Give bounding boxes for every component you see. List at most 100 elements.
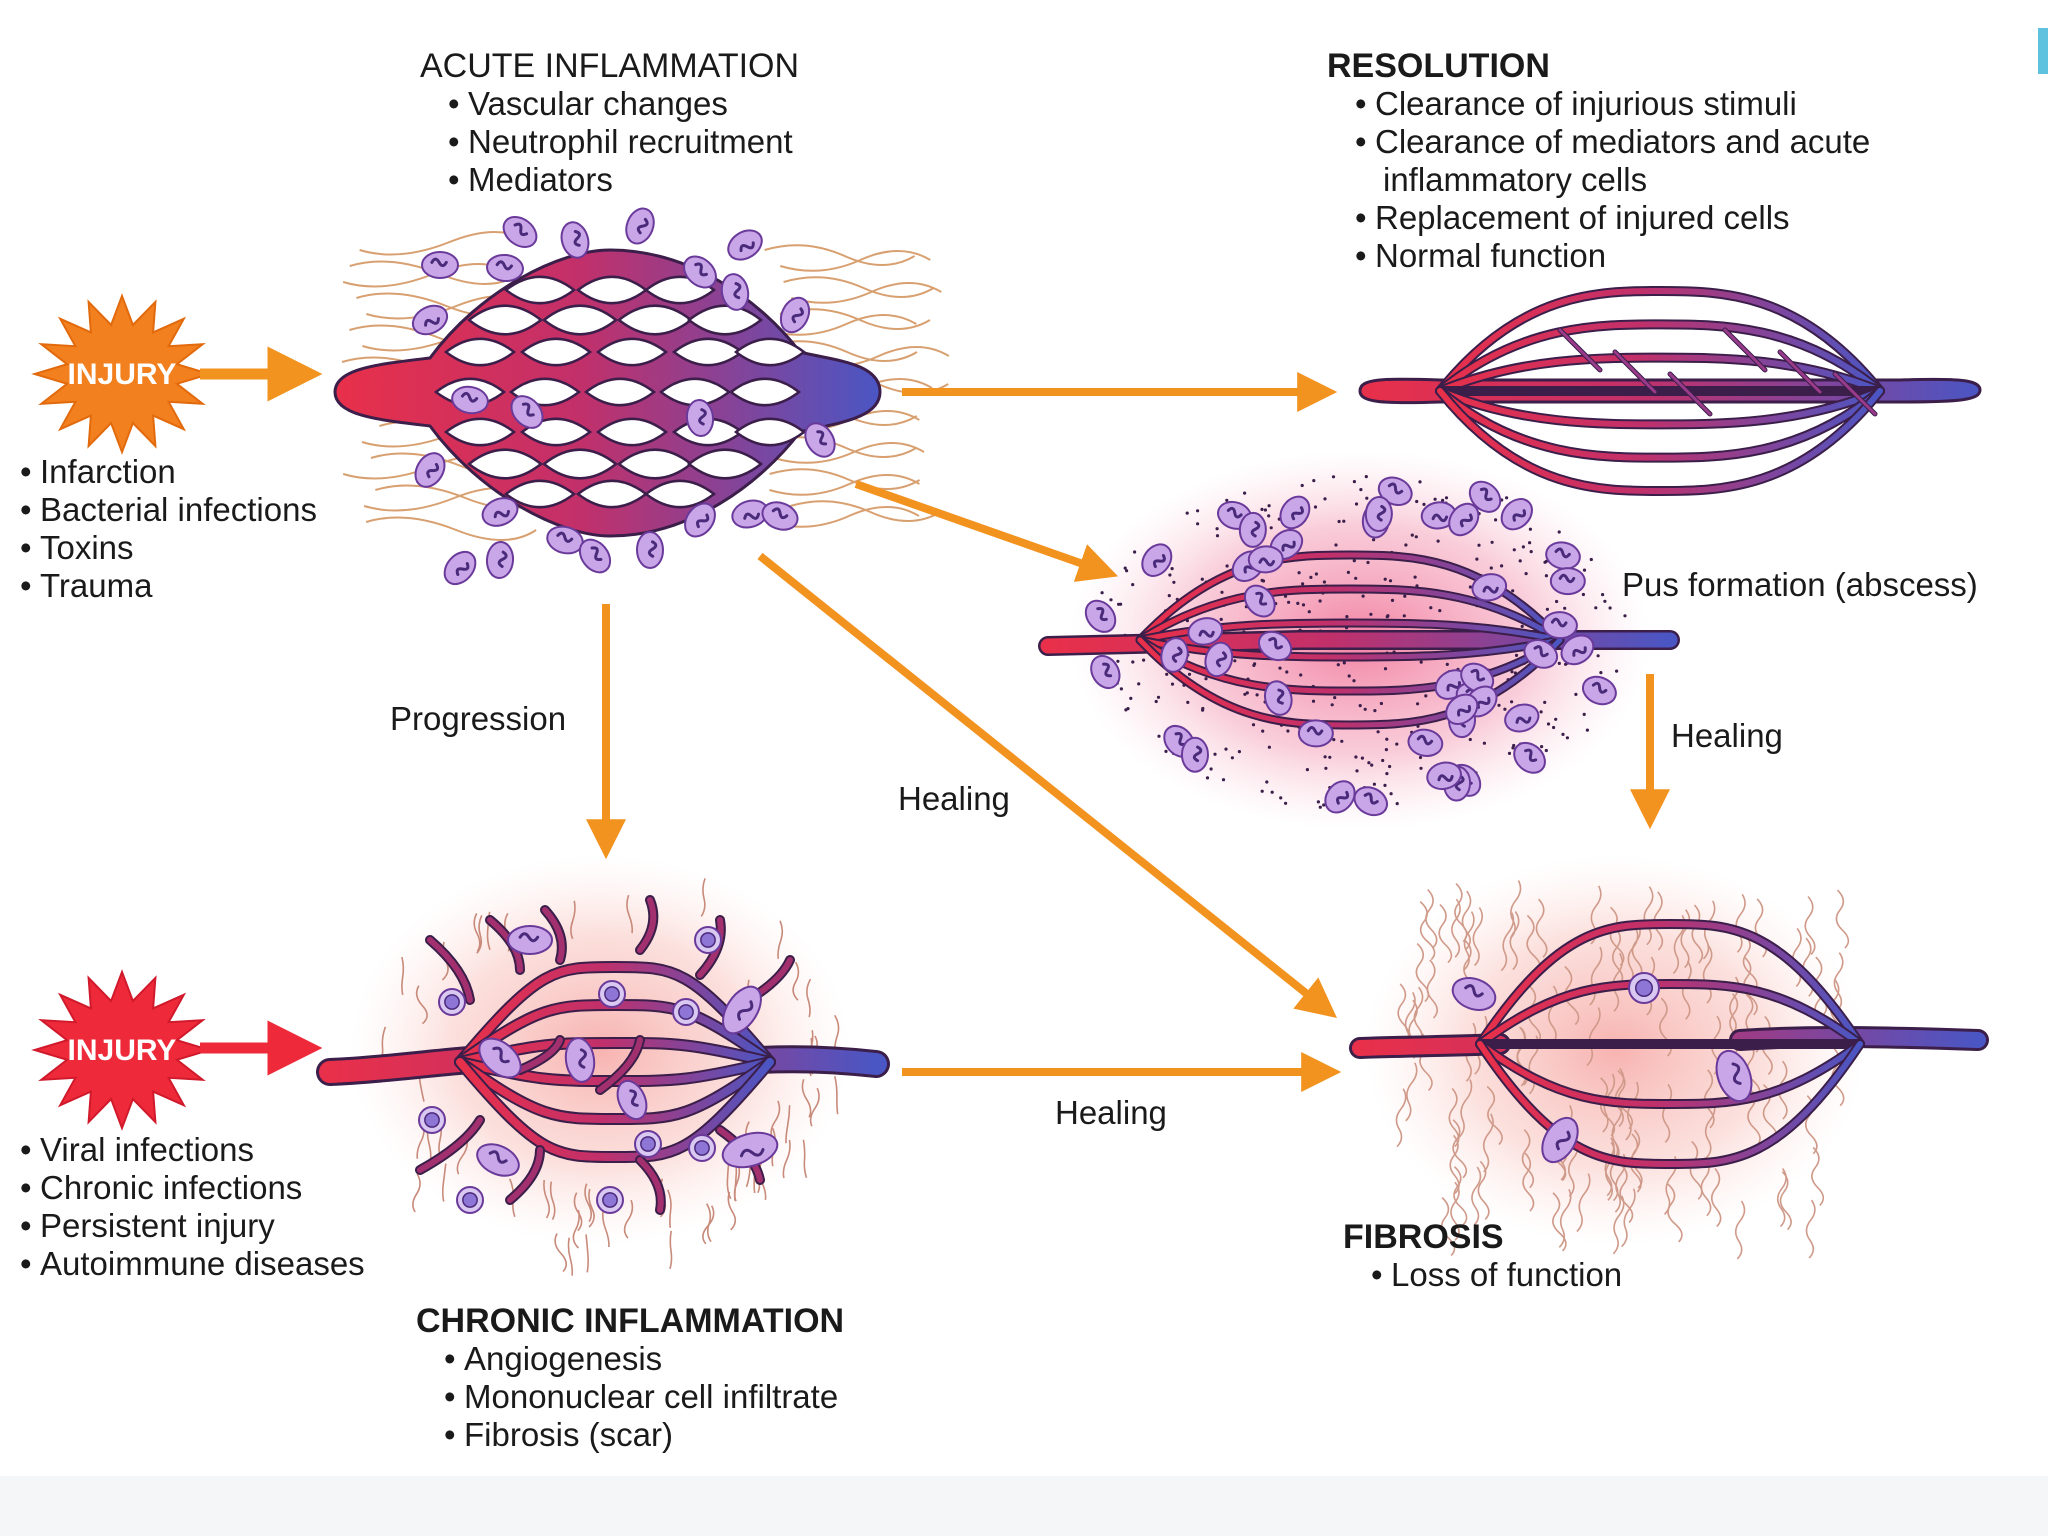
pus-dot xyxy=(1404,543,1408,547)
pus-dot xyxy=(1354,502,1359,506)
pus-dot xyxy=(1557,661,1561,666)
pus-dot xyxy=(1385,772,1389,776)
pus-dot xyxy=(1360,756,1364,760)
pus-dot xyxy=(1215,527,1219,531)
inflammatory-cell xyxy=(1297,719,1334,748)
inflammatory-cell xyxy=(414,452,446,488)
resolution-bullet: Normal function xyxy=(1353,237,1870,275)
collagen-fiber xyxy=(1811,1146,1825,1206)
abscess-illustration xyxy=(1038,450,1680,830)
cell-nucleus xyxy=(1437,774,1454,782)
fibrosis-illustration xyxy=(1349,855,1989,1260)
pus-dot xyxy=(1385,737,1389,741)
vessel-loop xyxy=(728,377,802,407)
inflammatory-cell xyxy=(485,541,515,579)
inflammatory-cell xyxy=(722,985,762,1035)
tissue-fiber xyxy=(585,1234,589,1273)
tissue-fiber xyxy=(570,900,576,940)
pus-dot xyxy=(1131,660,1135,664)
vessel-loop xyxy=(541,304,619,336)
collagen-fiber xyxy=(1453,1166,1468,1226)
tissue-fiber xyxy=(365,516,537,541)
pus-dot xyxy=(1129,696,1133,701)
collagen-fiber xyxy=(1805,1199,1816,1259)
pus-dot xyxy=(1125,569,1129,573)
acute-injury-label: INJURY xyxy=(68,358,177,391)
pus-dot xyxy=(1224,747,1228,751)
tissue-fiber xyxy=(727,1191,737,1231)
mononuclear-cell xyxy=(598,980,626,1008)
pus-dot xyxy=(1168,573,1172,577)
pus-dot xyxy=(1270,790,1274,794)
collagen-fiber xyxy=(1835,889,1850,949)
collagen-fiber xyxy=(1681,960,1692,1020)
pus-dot xyxy=(1510,700,1514,704)
collagen-fiber xyxy=(1522,1152,1535,1212)
pus-dot xyxy=(1589,557,1593,562)
pus-dot xyxy=(1267,514,1271,518)
cell-nucleus xyxy=(1470,668,1486,682)
cell-nucleus xyxy=(816,430,828,446)
pus-dot xyxy=(1133,550,1137,554)
inflammatory-cell xyxy=(1204,641,1234,678)
vessel-loop xyxy=(466,304,544,336)
pus-dot xyxy=(1520,624,1524,629)
pus-dot xyxy=(1623,614,1627,618)
inflammatory-cell xyxy=(761,501,799,531)
cell-nucleus xyxy=(739,241,755,253)
tissue-fiber xyxy=(773,442,925,464)
pus-dot xyxy=(1137,682,1141,686)
tissue-fiber xyxy=(473,913,481,952)
inflammatory-cell xyxy=(507,925,553,955)
pus-dot xyxy=(1220,590,1224,594)
inflammatory-cell xyxy=(486,253,524,283)
inflammatory-cell xyxy=(1180,736,1209,773)
pus-dot xyxy=(1381,758,1385,763)
pus-dot xyxy=(1119,687,1123,691)
inflammatory-cell xyxy=(443,550,477,586)
vessel-loop xyxy=(443,417,517,447)
pus-dot xyxy=(1402,614,1406,618)
inflammatory-cell xyxy=(721,1131,779,1169)
inflammatory-cell xyxy=(1445,693,1479,726)
pus-dot xyxy=(1395,742,1399,746)
vessel-branch xyxy=(1437,388,1883,495)
pus-dot xyxy=(1429,606,1433,610)
pus-dot xyxy=(1331,475,1336,479)
pus-dot xyxy=(1324,766,1328,770)
collagen-fiber xyxy=(1734,1200,1746,1260)
acute-to-fibrosis-arrow xyxy=(757,552,1337,1019)
vessel-branch xyxy=(456,1058,774,1124)
inflammatory-cell xyxy=(1500,498,1533,531)
cell-nucleus xyxy=(493,509,510,519)
chronic-injury-label: INJURY xyxy=(68,1034,177,1067)
pus-dot xyxy=(1585,728,1589,732)
pus-dot xyxy=(1367,761,1371,765)
pus-dot xyxy=(1300,483,1304,488)
cell-nucleus xyxy=(694,262,708,277)
pus-dot xyxy=(1366,560,1370,565)
cell-nucleus xyxy=(1258,557,1276,567)
chronic-inflammation-text: CHRONIC INFLAMMATION Angiogenesis Mononu… xyxy=(416,1302,844,1454)
collagen-fiber xyxy=(1742,932,1758,992)
vessel-sprout xyxy=(597,1037,643,1093)
cell-nucleus xyxy=(1226,506,1243,519)
tissue-fiber xyxy=(702,1205,715,1245)
pus-dot xyxy=(1131,583,1135,587)
collagen-fiber xyxy=(1458,1079,1473,1139)
pus-dot xyxy=(1494,518,1498,522)
cell-nucleus xyxy=(739,1148,765,1158)
pus-dot xyxy=(1608,606,1612,610)
collagen-fiber xyxy=(1710,1167,1722,1228)
cell-nucleus xyxy=(733,282,742,300)
pus-dot xyxy=(1544,574,1548,578)
cell-nucleus xyxy=(700,932,716,948)
inflammatory-cell xyxy=(1448,502,1480,537)
pus-dot xyxy=(1255,693,1259,697)
tissue-fiber xyxy=(602,1208,610,1248)
pus-dot xyxy=(1574,692,1578,697)
pus-dot xyxy=(1529,550,1533,554)
pus-dot xyxy=(1477,543,1481,547)
resolution-title: RESOLUTION xyxy=(1327,47,1550,85)
cell-nucleus xyxy=(1524,748,1538,763)
